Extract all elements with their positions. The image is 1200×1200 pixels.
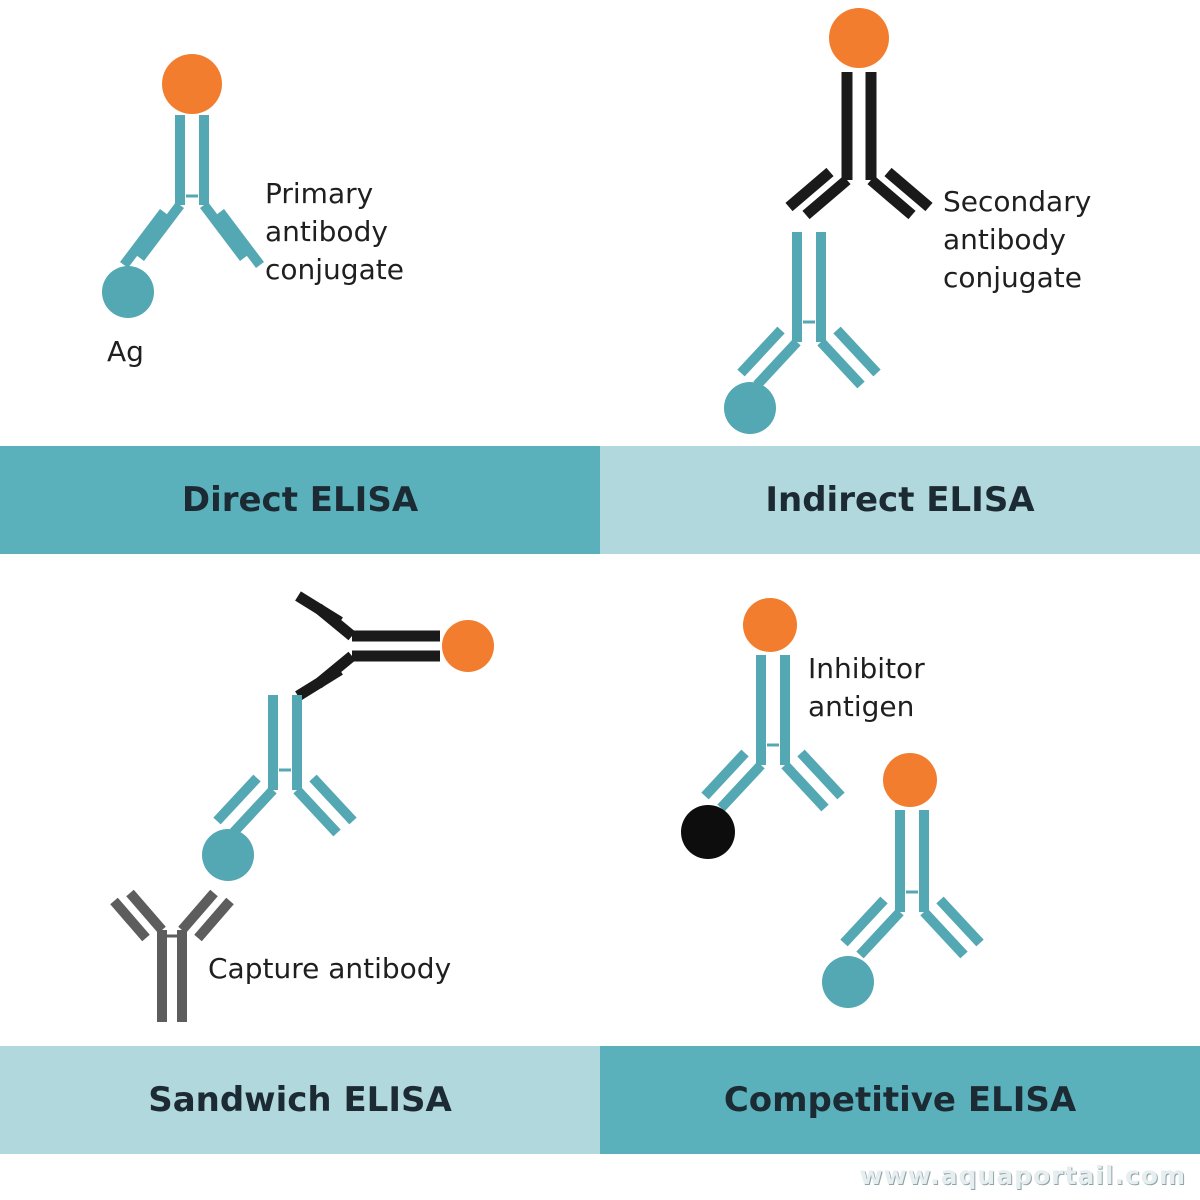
- direct-title-band: Direct ELISA: [0, 446, 600, 554]
- sandwich-enzyme: [442, 620, 494, 672]
- competitive-inhibitor-antigen: [681, 805, 735, 859]
- competitive-enzyme-1: [743, 598, 797, 652]
- sandwich-title: Sandwich ELISA: [148, 1080, 452, 1120]
- indirect-title: Indirect ELISA: [765, 480, 1035, 520]
- competitive-antibody-1: [701, 655, 845, 812]
- direct-antigen: [102, 266, 154, 318]
- competitive-title: Competitive ELISA: [723, 1080, 1077, 1120]
- sandwich-antigen: [202, 829, 254, 881]
- direct-antigen-label: Ag: [107, 335, 144, 368]
- competitive-antibody-2: [840, 810, 984, 959]
- competitive-enzyme-2: [883, 753, 937, 807]
- indirect-primary-antibody: [737, 232, 881, 389]
- indirect-antigen: [724, 382, 776, 434]
- watermark-text: www.aquaportail.com: [859, 1161, 1186, 1190]
- sandwich-capture-label: Capture antibody: [208, 952, 452, 985]
- direct-title: Direct ELISA: [181, 480, 419, 520]
- indirect-title-band: Indirect ELISA: [600, 446, 1200, 554]
- indirect-enzyme: [829, 8, 889, 68]
- direct-primary-antibody: [120, 115, 264, 269]
- sandwich-capture-antibody: [110, 889, 234, 1022]
- competitive-title-band: Competitive ELISA: [600, 1046, 1200, 1154]
- sandwich-secondary-antibody: [295, 591, 440, 701]
- competitive-antigen: [822, 956, 874, 1008]
- competitive-inhibitor-label: Inhibitor antigen: [808, 652, 925, 723]
- indirect-antibody-label: Secondary antibody conjugate: [943, 185, 1092, 294]
- direct-enzyme: [162, 54, 222, 114]
- direct-antibody-label: Primary antibody conjugate: [265, 177, 404, 286]
- sandwich-detection-antibody: [213, 695, 357, 837]
- sandwich-title-band: Sandwich ELISA: [0, 1046, 600, 1154]
- indirect-secondary-antibody: [785, 72, 933, 220]
